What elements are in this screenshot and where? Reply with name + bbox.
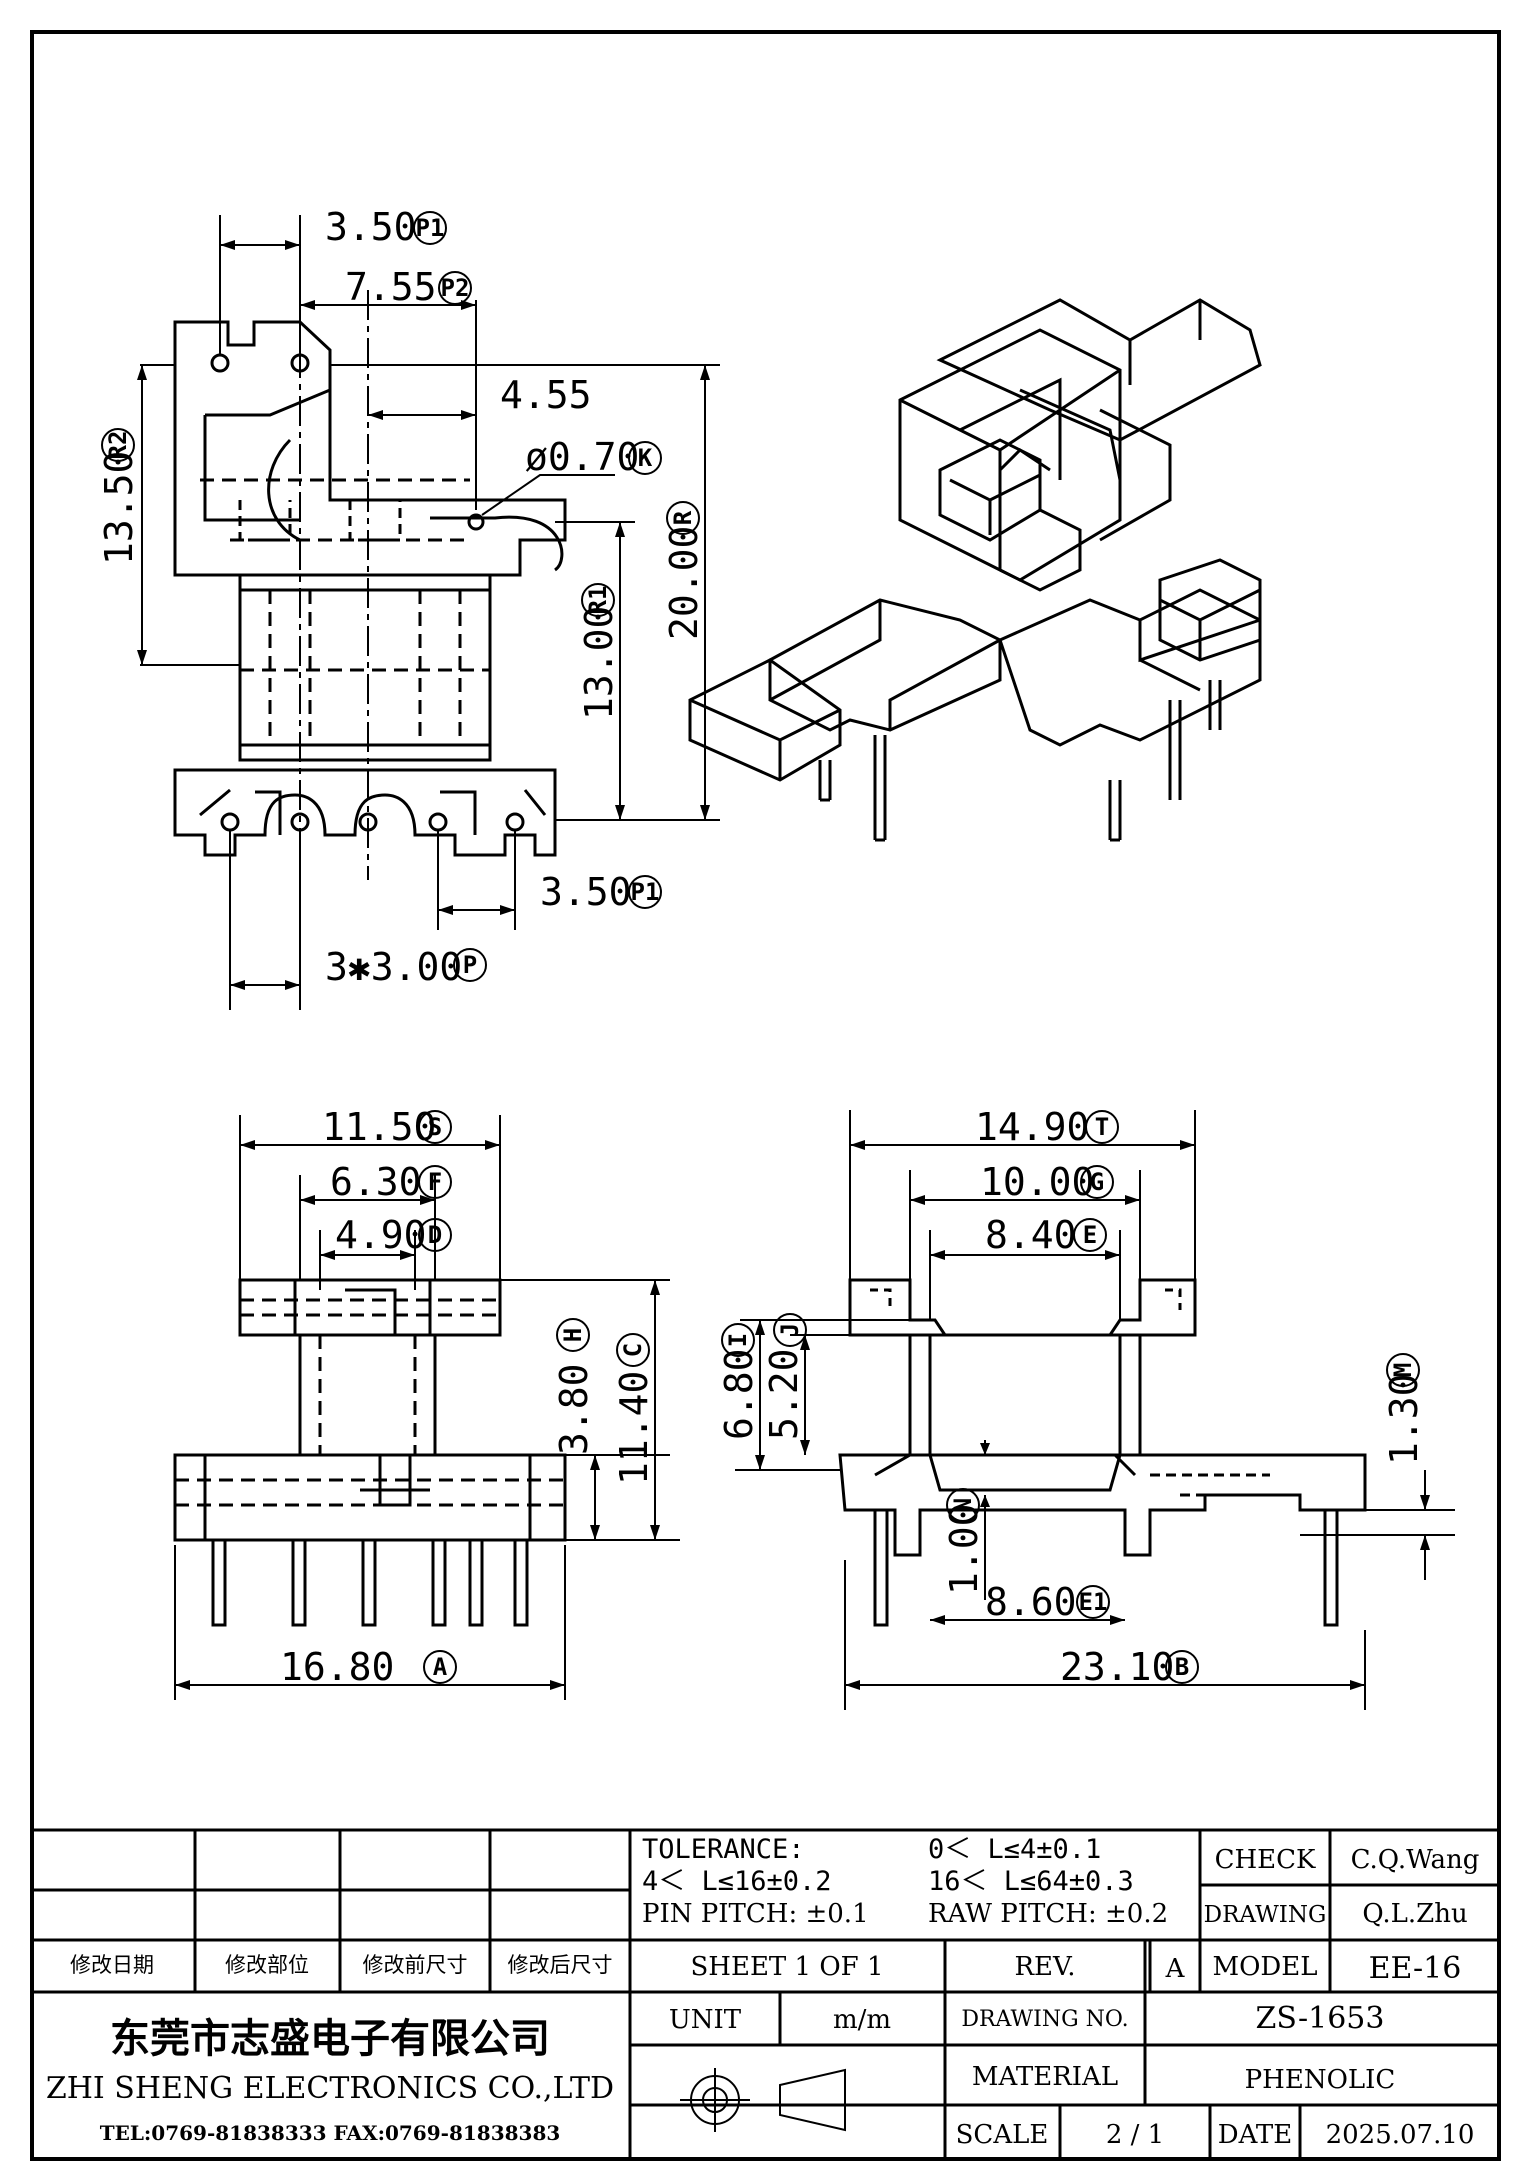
tag-k: K: [638, 444, 653, 472]
company-name-cn: 东莞市志盛电子有限公司: [110, 2016, 550, 2062]
tag-h: H: [559, 1328, 587, 1342]
tag-e1: E1: [1079, 1588, 1108, 1616]
tolerance-label: TOLERANCE:: [642, 1834, 805, 1865]
tag-i: I: [724, 1333, 752, 1347]
dim-b: 23.10: [1060, 1645, 1174, 1689]
title-block-text: 修改日期 修改部位 修改前尺寸 修改后尺寸 TOLERANCE: 0＜ L≤4±…: [46, 1834, 1480, 2150]
rev-header-date: 修改日期: [70, 1953, 154, 1977]
dimension-labels: 3.50 P1 7.55 P2 4.55 ø0.70 K 13.50 R2 20…: [97, 205, 1426, 1689]
check-label: CHECK: [1215, 1845, 1316, 1875]
tolerance-2: 4＜ L≤16±0.2: [642, 1866, 832, 1897]
tag-p: P: [463, 951, 477, 979]
tolerance-3: 16＜ L≤64±0.3: [928, 1866, 1134, 1897]
drawing-frame: [30, 30, 1501, 2161]
model-label: MODEL: [1212, 1952, 1317, 1982]
side-view: [735, 1110, 1455, 1710]
rev-header-after: 修改后尺寸: [508, 1953, 613, 1977]
drawing-label: DRAWING: [1204, 1902, 1327, 1928]
tag-j: J: [776, 1323, 804, 1337]
dim-t: 14.90: [975, 1105, 1089, 1149]
tag-m: M: [1389, 1363, 1417, 1377]
date-value: 2025.07.10: [1326, 2120, 1475, 2150]
dim-r: 20.00: [662, 526, 706, 640]
dim-n: 1.00: [942, 1503, 986, 1595]
tolerance-1: 0＜ L≤4±0.1: [928, 1834, 1101, 1865]
dim-p: 3✱3.00: [325, 945, 462, 989]
dim-s: 11.50: [322, 1105, 436, 1149]
tag-d: D: [428, 1221, 442, 1249]
tag-s: S: [428, 1113, 442, 1141]
tag-a: A: [433, 1653, 448, 1681]
tel-fax: TEL:0769-81838333 FAX:0769-81838383: [100, 2121, 561, 2145]
dim-c: 11.40: [612, 1371, 656, 1485]
tag-b: B: [1175, 1653, 1189, 1681]
tag-p1-top: P1: [416, 214, 445, 242]
tag-r: R: [669, 510, 697, 525]
isometric-view: [688, 298, 1262, 842]
tag-r2: R2: [104, 431, 132, 460]
dim-g: 10.00: [980, 1160, 1094, 1204]
dim-e: 8.40: [985, 1213, 1077, 1257]
tag-e: E: [1083, 1221, 1097, 1249]
scale-label: SCALE: [956, 2120, 1049, 2150]
date-label: DATE: [1218, 2120, 1293, 2150]
rev-header-part: 修改部位: [225, 1953, 309, 1977]
tag-g: G: [1090, 1168, 1104, 1196]
tag-r1: R1: [584, 586, 612, 615]
dim-p1-bottom: 3.50: [540, 870, 632, 914]
unit-value: m/m: [833, 2005, 891, 2035]
dim-k: ø0.70: [525, 435, 639, 479]
drawing-value: Q.L.Zhu: [1362, 1899, 1467, 1929]
dim-r2: 13.50: [97, 451, 141, 565]
rev-header-before: 修改前尺寸: [363, 1953, 468, 1977]
check-value: C.Q.Wang: [1351, 1845, 1480, 1875]
dim-p2: 7.55: [345, 265, 437, 309]
model-value: EE-16: [1369, 1951, 1462, 1986]
dim-p1-top: 3.50: [325, 205, 417, 249]
material-label: MATERIAL: [972, 2062, 1118, 2092]
rev-value: A: [1165, 1954, 1186, 1984]
dim-455: 4.55: [500, 373, 592, 417]
tag-f: F: [428, 1168, 442, 1196]
title-block: [30, 1828, 1501, 2161]
front-view: [173, 1115, 680, 1700]
dim-r1: 13.00: [577, 606, 621, 720]
tag-p2: P2: [441, 274, 470, 302]
drawing-no-value: ZS-1653: [1256, 2001, 1385, 2036]
dim-h: 3.80: [552, 1363, 596, 1455]
drawing-no-label: DRAWING NO.: [961, 2007, 1128, 2032]
tag-t: T: [1095, 1113, 1109, 1141]
raw-pitch: RAW PITCH: ±0.2: [928, 1899, 1168, 1929]
material-value: PHENOLIC: [1245, 2065, 1396, 2095]
dim-i: 6.80: [717, 1348, 761, 1440]
dim-e1: 8.60: [985, 1580, 1077, 1624]
dim-a: 16.80: [280, 1645, 394, 1689]
tag-n: N: [949, 1498, 977, 1512]
dim-f: 6.30: [330, 1160, 422, 1204]
tag-p1-bottom: P1: [631, 878, 660, 906]
company-name-en: ZHI SHENG ELECTRONICS CO.,LTD: [46, 2071, 614, 2106]
dim-j: 5.20: [762, 1348, 806, 1440]
pin-pitch: PIN PITCH: ±0.1: [642, 1899, 869, 1929]
rev-label: REV.: [1014, 1952, 1075, 1982]
unit-label: UNIT: [669, 2005, 742, 2035]
dim-m: 1.30: [1382, 1373, 1426, 1465]
scale-value: 2 / 1: [1106, 2120, 1164, 2150]
dim-d: 4.90: [335, 1213, 427, 1257]
sheet-info: SHEET 1 OF 1: [690, 1952, 883, 1982]
tag-c: C: [619, 1343, 647, 1357]
top-view: [137, 215, 720, 1010]
